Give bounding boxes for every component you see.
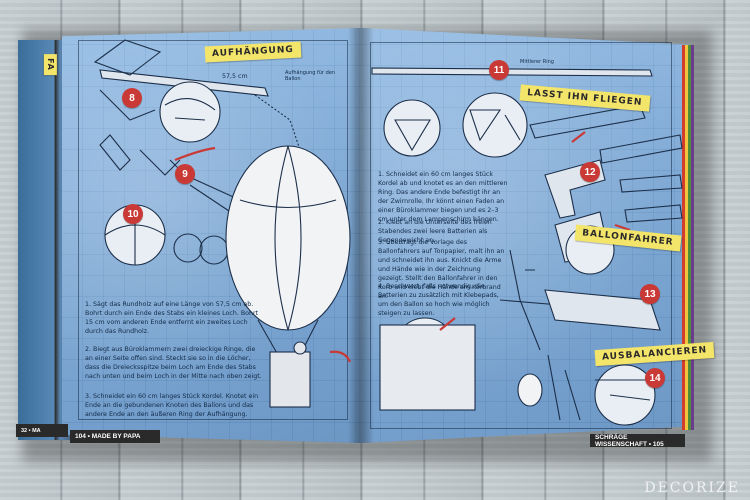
hook-circle-right <box>383 99 441 157</box>
arrow-3 <box>439 317 456 331</box>
left-instruction-2: 2. Biegt aus Büroklammern zwei dreieckig… <box>85 346 262 380</box>
arrow-4 <box>571 131 586 143</box>
right-instruction-4: 4. Beschwert, falls notwendig, die Batte… <box>378 283 499 317</box>
battery-sketch <box>529 104 683 164</box>
watermark: DECORIZE <box>644 480 740 496</box>
big-balloonist-basket <box>379 324 476 411</box>
board-sketch <box>544 289 661 331</box>
clamp-sketch <box>93 39 162 121</box>
right-instruction-1: 1. Schneidet ein 60 cm langes Stück Kord… <box>378 171 508 223</box>
step-badge-8: 8 <box>122 88 142 108</box>
rod-right-sketch <box>371 67 653 77</box>
footer-back-page: 32 • MA <box>16 424 68 437</box>
book-gutter <box>348 28 374 443</box>
basket-sketch <box>269 351 311 408</box>
hook-detail-circle <box>159 81 221 143</box>
step-badge-11: 11 <box>489 60 509 80</box>
grid-circle <box>462 92 528 158</box>
length-annotation: 57,5 cm <box>222 73 248 80</box>
small-balloon-sketch <box>517 373 543 407</box>
ring-circle <box>173 233 203 263</box>
balloonist-head <box>293 341 307 355</box>
left-instruction-3: 3. Schneidet ein 60 cm langes Stück Kord… <box>85 393 259 418</box>
step-badge-12: 12 <box>580 162 600 182</box>
label-side-fa: FA <box>43 54 57 75</box>
arrow-2 <box>329 350 352 363</box>
page-edge-stripes <box>682 45 694 430</box>
footer-right-page: SCHRÄGE WISSENSCHAFT • 105 <box>590 434 685 448</box>
battery-2-sketch <box>619 174 683 223</box>
right-instruction-3: 3. Übertragt die Vorlage des Ballonfahre… <box>378 239 505 300</box>
step-badge-14: 14 <box>645 368 665 388</box>
step-badge-10: 10 <box>123 204 143 224</box>
arrow-1 <box>174 146 216 162</box>
left-instruction-1: 1. Sägt das Rundholz auf eine Länge von … <box>85 301 259 335</box>
paperclip-sketch <box>99 134 181 176</box>
ring-annotation: Mittlerer Ring <box>520 59 554 65</box>
right-instruction-2: 2. Klebt an die Unterseite des freien St… <box>378 219 492 244</box>
step-badge-9: 9 <box>175 164 195 184</box>
footer-left-page: 104 • MADE BY PAPA <box>70 430 160 443</box>
hook-annotation: Aufhängung für den Ballon <box>285 70 336 82</box>
step-badge-13: 13 <box>640 284 660 304</box>
